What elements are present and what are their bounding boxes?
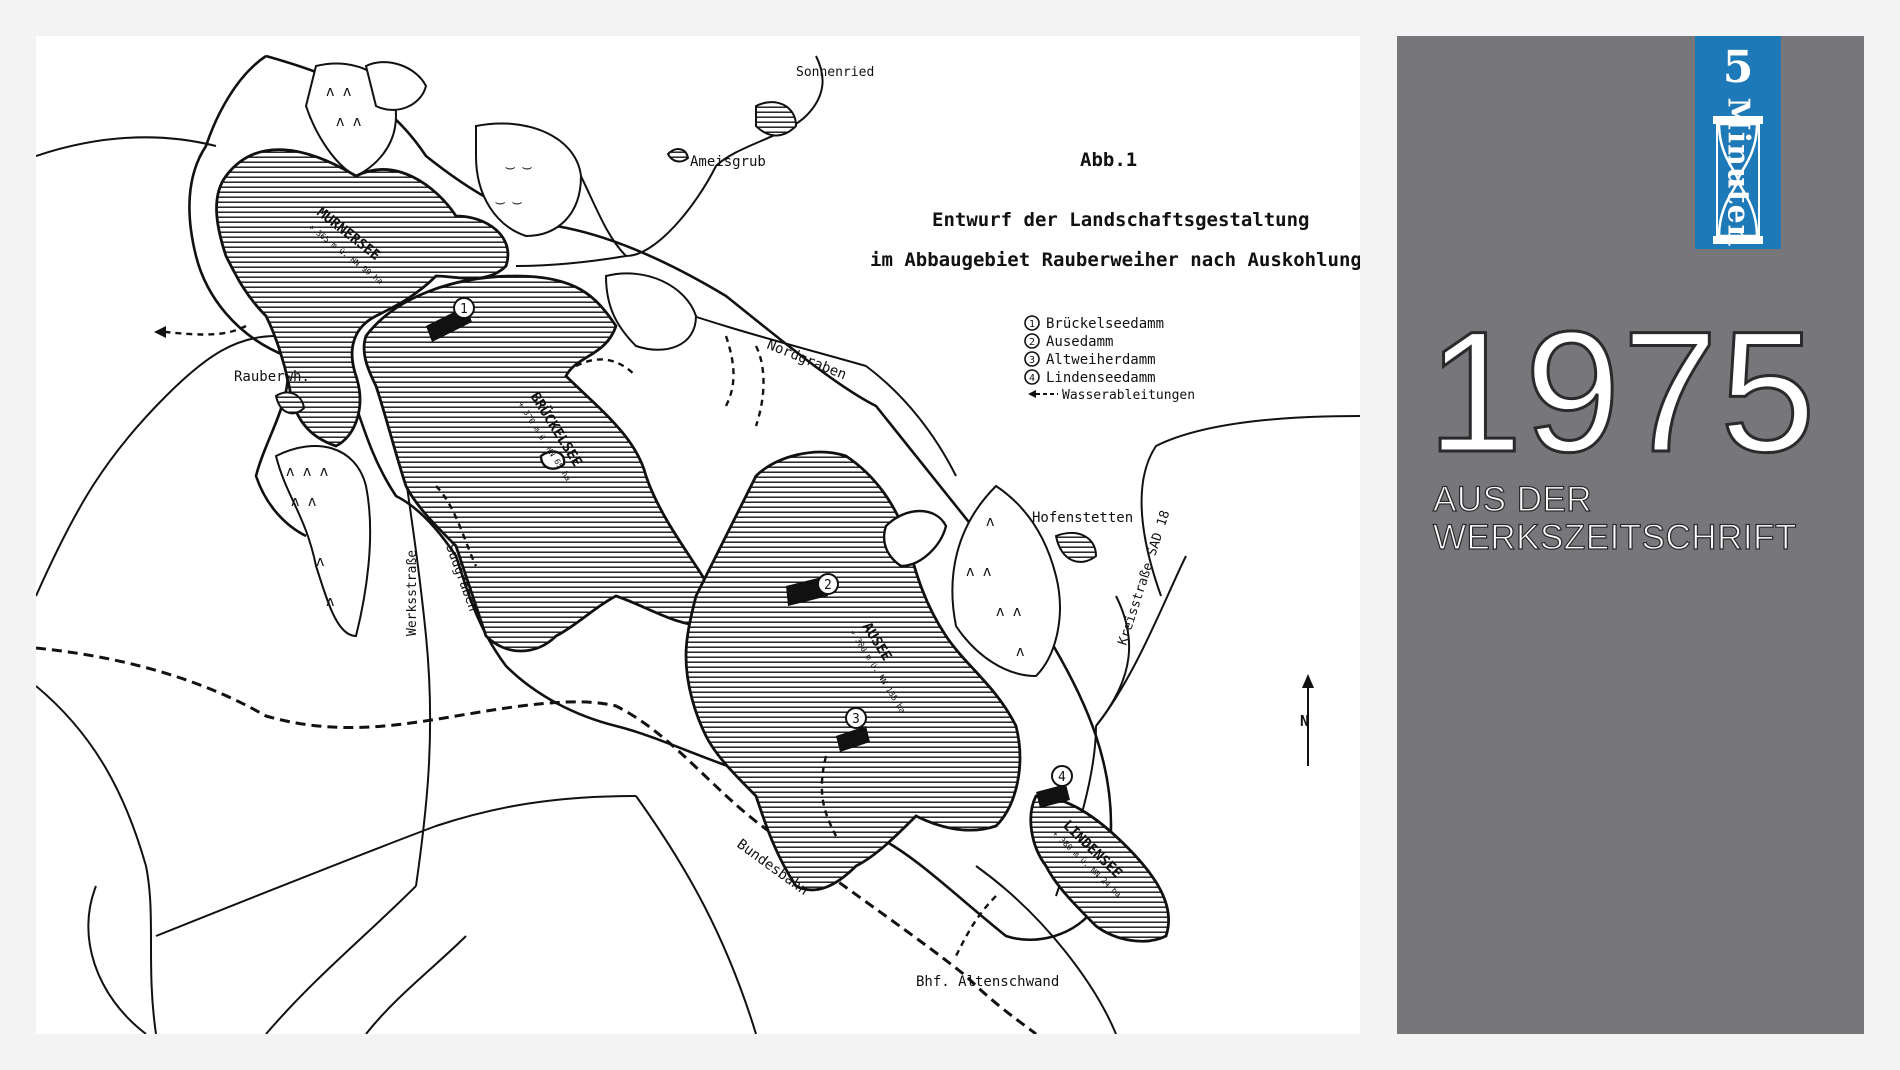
svg-text:‿ ‿: ‿ ‿ [505, 154, 532, 170]
forest-areas [274, 61, 1061, 678]
svg-text:4: 4 [1058, 770, 1066, 785]
svg-text:ʌ ʌ: ʌ ʌ [326, 84, 351, 100]
road-network [36, 55, 1360, 1034]
dam-markers: 1 2 3 4 [453, 297, 1073, 787]
legend-item-drainage: Wasserableitungen [1028, 388, 1195, 403]
svg-text:3: 3 [1029, 355, 1035, 366]
svg-text:Wasserableitungen: Wasserableitungen [1062, 388, 1195, 403]
label-ameisgrub: Ameisgrub [690, 154, 766, 170]
place-labels: Sonnenried Ameisgrub Rauberwh. Hofenstet… [234, 65, 1133, 990]
legend-item-1: 1 Brückelseedamm [1024, 315, 1164, 332]
svg-text:Altweiherdamm: Altweiherdamm [1046, 352, 1156, 368]
dam-marker-4: 4 [1051, 765, 1073, 787]
logo-word-wrapper: Minuten [1716, 97, 1760, 247]
map-title-line1: Entwurf der Landschaftsgestaltung [932, 209, 1310, 231]
village-hofenstetten [1054, 531, 1098, 563]
logo-number: 5 [1722, 42, 1754, 93]
drainage-arrow-heads [154, 326, 166, 338]
svg-text:‿ ‿: ‿ ‿ [495, 189, 522, 205]
figure-label: Abb.1 [1080, 149, 1137, 171]
village-ameisgrub [666, 148, 690, 163]
svg-text:Lindenseedamm: Lindenseedamm [1046, 370, 1156, 386]
legend-item-2: 2 Ausedamm [1024, 333, 1113, 350]
north-arrow-icon: N [1300, 674, 1314, 766]
svg-text:ʌ: ʌ [316, 554, 324, 570]
label-sonnenried: Sonnenried [796, 65, 874, 80]
dam-marker-3: 3 [845, 707, 867, 729]
svg-text:ʌ ʌ: ʌ ʌ [966, 564, 991, 580]
village-rauberwh [274, 391, 306, 415]
svg-text:Ausedamm: Ausedamm [1046, 334, 1113, 350]
label-hofenstetten: Hofenstetten [1032, 510, 1133, 526]
svg-text:ʌ ʌ: ʌ ʌ [291, 494, 316, 510]
svg-text:ʌ ʌ: ʌ ʌ [336, 114, 361, 130]
ausee-shape [684, 450, 1022, 892]
village-sonnenried [755, 101, 798, 137]
label-nordgraben: Nordgraben [765, 337, 849, 383]
label-rauberwh: Rauberwh. [234, 369, 310, 385]
villages [274, 101, 1098, 563]
legend-item-4: 4 Lindenseedamm [1024, 369, 1156, 386]
legend-item-3: 3 Altweiherdamm [1024, 351, 1156, 368]
label-werksstrasse: Werksstraße [405, 550, 420, 636]
hourglass-icon [1713, 116, 1763, 244]
svg-text:1: 1 [1029, 319, 1035, 330]
dam-marker-2: 2 [817, 573, 839, 595]
svg-text:2: 2 [824, 578, 832, 593]
dam-marker-1: 1 [453, 297, 475, 319]
map-title-line2: im Abbaugebiet Rauberweiher nach Auskohl… [870, 249, 1360, 271]
subtitle-line2: WERKSZEITSCHRIFT [1432, 518, 1797, 557]
svg-text:ʌ: ʌ [986, 514, 994, 530]
year-heading: 1975 [1426, 296, 1818, 488]
murnersee-shape [215, 148, 510, 448]
lakes [215, 148, 1170, 943]
forest-symbols: ʌ ʌ ʌ ʌ ʌ ʌ ʌ ʌ ʌ ʌ ʌ ‿ ‿ ‿ ‿ ʌ ʌ ʌ ʌ ʌ ʌ [286, 84, 1024, 660]
svg-text:ʌ: ʌ [326, 594, 334, 610]
svg-text:Brückelseedamm: Brückelseedamm [1046, 316, 1164, 332]
svg-text:N: N [1300, 712, 1309, 730]
svg-text:ʌ ʌ ʌ: ʌ ʌ ʌ [286, 464, 328, 480]
islands [539, 450, 948, 568]
magazine-logo: 5 Minuten [1695, 36, 1781, 249]
label-altenschwand: Bhf. Altenschwand [916, 974, 1059, 990]
landscape-design-map: ʌ ʌ ʌ ʌ ʌ ʌ ʌ ʌ ʌ ʌ ʌ ‿ ‿ ‿ ‿ ʌ ʌ ʌ ʌ ʌ ʌ [36, 54, 1360, 1034]
railway-line [36, 646, 1037, 1034]
lindensee-shape [1029, 794, 1170, 943]
logo-word: Minuten [1720, 97, 1756, 247]
svg-text:2: 2 [1029, 337, 1035, 348]
svg-text:4: 4 [1029, 373, 1035, 384]
svg-text:ʌ: ʌ [1016, 644, 1024, 660]
map-legend: 1 Brückelseedamm 2 Ausedamm 3 Altweiherd… [1024, 315, 1195, 403]
svg-text:3: 3 [852, 712, 860, 727]
subtitle-line1: AUS DER [1432, 480, 1593, 519]
svg-text:ʌ ʌ: ʌ ʌ [996, 604, 1021, 620]
historical-map-panel: ʌ ʌ ʌ ʌ ʌ ʌ ʌ ʌ ʌ ʌ ʌ ‿ ‿ ‿ ‿ ʌ ʌ ʌ ʌ ʌ ʌ [36, 36, 1360, 1034]
water-drainage-lines [165, 324, 997, 957]
side-panel: 5 Minuten 1975 AUS DER WERKSZEITSCHRIFT [1397, 36, 1864, 1034]
svg-text:1: 1 [460, 302, 468, 317]
